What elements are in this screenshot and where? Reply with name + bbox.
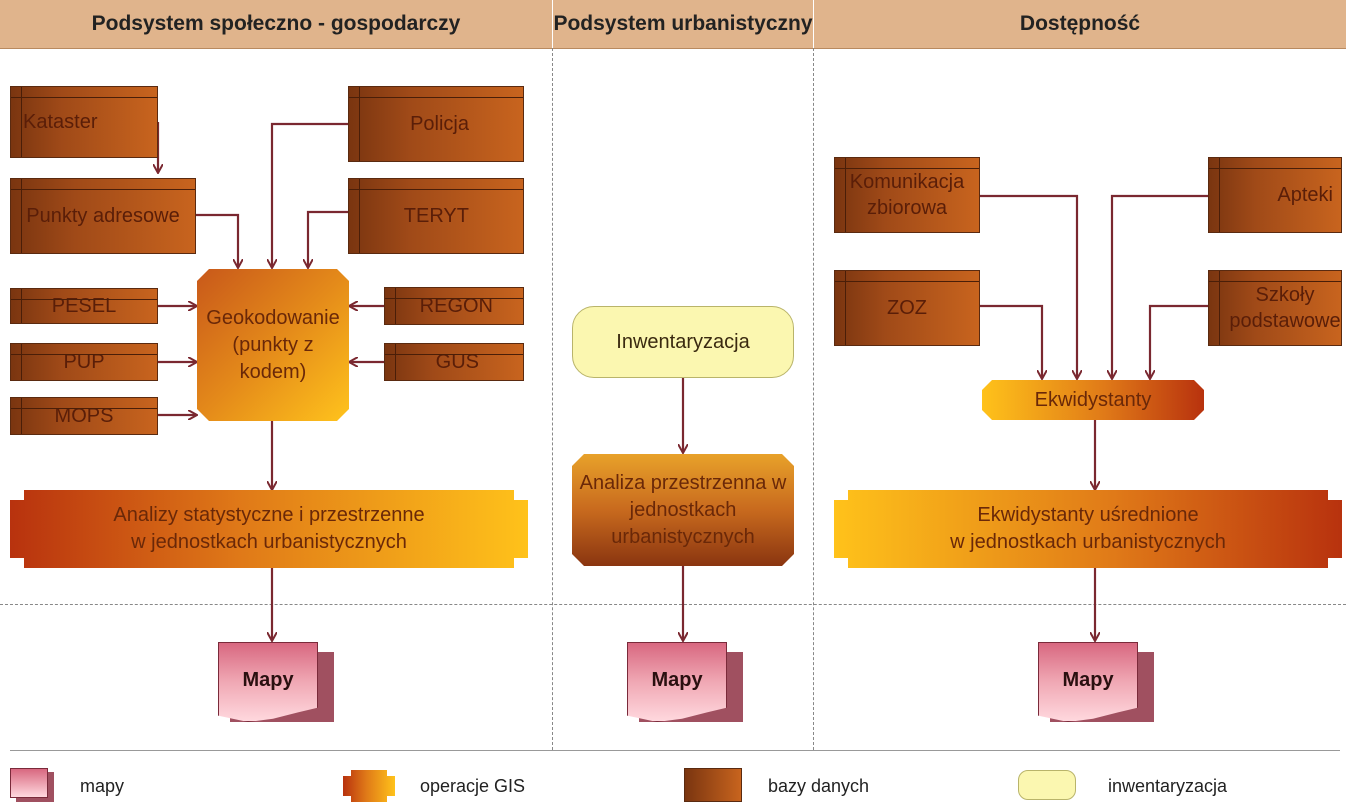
db-label: PESEL (51, 295, 117, 317)
op-analizy-statystyczne: Analizy statystyczne i przestrzenne w je… (10, 490, 528, 568)
header-urban: Podsystem urbanistyczny (553, 0, 813, 49)
legend-swatch-maps (10, 768, 54, 802)
op-label-line: Ekwidystanty uśrednione (977, 504, 1199, 526)
legend-label-maps: mapy (80, 776, 125, 796)
legend-swatch-db (684, 768, 742, 802)
inwentaryzacja-node: Inwentaryzacja (572, 306, 794, 378)
legend-label-gis: operacje GIS (420, 776, 526, 796)
map-output-col1: Mapy (218, 642, 338, 732)
db-label: Policja (410, 113, 469, 135)
db-label: GUS (435, 351, 479, 373)
op-label: Geokodowanie (punkty z kodem) (206, 306, 340, 383)
legend-swatch-gis (343, 770, 395, 802)
db-label: Komunikacja zbiorowa (849, 171, 965, 219)
header-socio-economic: Podsystem społeczno - gospodarczy (0, 0, 552, 49)
db-szkoly-podstawowe: Szkoły podstawowe (1208, 270, 1342, 346)
db-zoz: ZOZ (834, 270, 980, 346)
legend-label-db: bazy danych (768, 776, 870, 796)
db-regon: REGON (384, 287, 524, 325)
legend-divider (10, 750, 1340, 751)
op-ekwidystanty-usrednione: Ekwidystanty uśrednione w jednostkach ur… (834, 490, 1342, 568)
db-label: ZOZ (887, 297, 927, 319)
op-analiza-przestrzenna: Analiza przestrzenna w jednostkach urban… (572, 454, 794, 566)
legend-label-inventory: inwentaryzacja (1108, 776, 1228, 796)
db-gus: GUS (384, 343, 524, 381)
db-label: Szkoły podstawowe (1229, 284, 1341, 332)
op-label-line: Analizy statystyczne i przestrzenne (113, 504, 425, 526)
op-label: Ekwidystanty (1034, 388, 1152, 411)
db-pesel: PESEL (10, 288, 158, 324)
db-label: PUP (63, 351, 105, 373)
db-label: Apteki (1277, 184, 1333, 206)
db-pup: PUP (10, 343, 158, 381)
op-label-line: w jednostkach urbanistycznych (131, 531, 407, 553)
map-label: Mapy (1062, 668, 1114, 691)
db-teryt: TERYT (348, 178, 524, 254)
op-ekwidystanty: Ekwidystanty (982, 380, 1204, 420)
map-output-col3: Mapy (1038, 642, 1158, 732)
db-kataster: Kataster (10, 86, 158, 158)
db-label: Kataster (23, 111, 98, 133)
map-output-col2: Mapy (627, 642, 747, 732)
db-policja: Policja (348, 86, 524, 162)
db-punkty-adresowe: Punkty adresowe (10, 178, 196, 254)
db-mops: MOPS (10, 397, 158, 435)
map-label: Mapy (242, 668, 294, 691)
db-label: MOPS (54, 405, 114, 427)
db-label: TERYT (403, 205, 469, 227)
column-divider (813, 48, 814, 750)
legend-swatch-inventory (1018, 770, 1076, 800)
op-label-line: w jednostkach urbanistycznych (950, 531, 1226, 553)
column-divider (552, 48, 553, 750)
db-label: Punkty adresowe (26, 205, 180, 227)
header-accessibility: Dostępność (814, 0, 1346, 49)
inventory-label: Inwentaryzacja (616, 330, 750, 353)
map-label: Mapy (651, 668, 703, 691)
db-label: REGON (419, 295, 493, 317)
db-apteki: Apteki (1208, 157, 1342, 233)
op-geokodowanie: Geokodowanie (punkty z kodem) (197, 269, 349, 421)
row-divider (0, 604, 1346, 605)
db-komunikacja-zbiorowa: Komunikacja zbiorowa (834, 157, 980, 233)
op-label: Analiza przestrzenna w jednostkach urban… (579, 471, 787, 548)
